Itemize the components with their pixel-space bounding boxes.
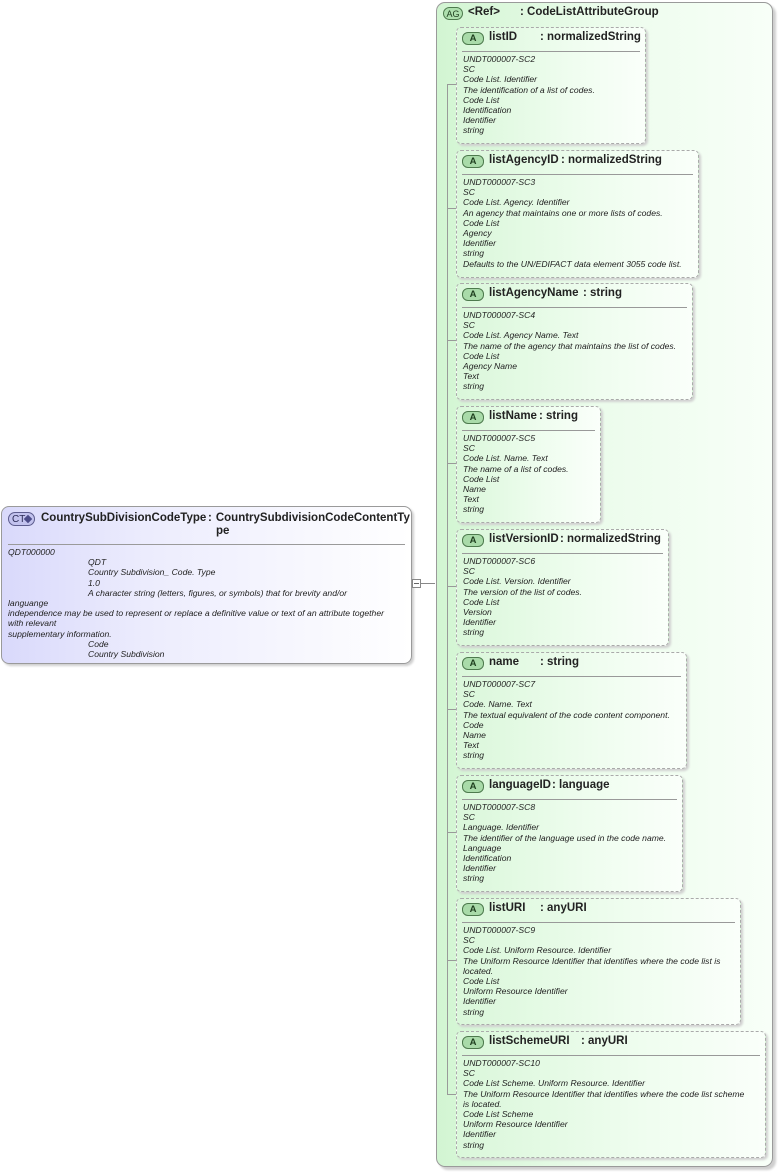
branch-line xyxy=(447,832,456,833)
complex-type-node[interactable]: CT CountrySubDivisionCodeType :CountrySu… xyxy=(1,506,412,664)
complex-type-icon: CT xyxy=(8,512,35,526)
branch-line xyxy=(447,709,456,710)
attribute-group-type: : CodeListAttributeGroup xyxy=(520,6,659,18)
connector-line xyxy=(421,583,435,584)
attribute-listSchemeURI[interactable]: A listSchemeURI : anyURI UNDT000007-SC10… xyxy=(456,1031,766,1158)
attribute-type: : normalizedString xyxy=(540,31,641,43)
attribute-icon: A xyxy=(462,1036,484,1049)
attribute-icon: A xyxy=(462,903,484,916)
divider xyxy=(462,1055,760,1056)
divider xyxy=(462,553,663,554)
attribute-type: : anyURI xyxy=(581,1035,628,1047)
attribute-name: listURI xyxy=(489,902,526,914)
attribute-icon: A xyxy=(462,534,484,547)
collapse-toggle[interactable] xyxy=(412,579,421,588)
attribute-icon: A xyxy=(462,657,484,670)
attribute-listID[interactable]: A listID : normalizedString UNDT000007-S… xyxy=(456,27,646,144)
divider xyxy=(462,799,677,800)
branch-line xyxy=(447,463,456,464)
attribute-icon: A xyxy=(462,780,484,793)
complex-type-documentation: QDT000000 QDT Country Subdivision_ Code.… xyxy=(8,547,384,660)
branch-line xyxy=(447,1094,456,1095)
attribute-name: listSchemeURI xyxy=(489,1035,570,1047)
attribute-name: listAgencyID xyxy=(489,154,559,166)
attribute-type: : language xyxy=(552,779,610,791)
complex-type-name: CountrySubDivisionCodeType xyxy=(41,512,207,524)
attribute-name: listName xyxy=(489,410,537,422)
attribute-type: : anyURI xyxy=(540,902,587,914)
divider xyxy=(462,676,681,677)
attribute-name: name xyxy=(489,656,520,668)
attribute-icon: A xyxy=(462,155,484,168)
attribute-group-icon: AG xyxy=(443,7,463,20)
attribute-type: : normalizedString xyxy=(561,154,662,166)
attribute-name: listID xyxy=(489,31,518,43)
tree-trunk-line xyxy=(447,84,448,1095)
branch-line xyxy=(447,208,456,209)
divider xyxy=(8,544,405,545)
complex-type-base-type: :CountrySubdivisionCodeContentTy pe xyxy=(208,512,410,537)
attribute-type: : normalizedString xyxy=(560,533,661,545)
attribute-name: languageID xyxy=(489,779,551,791)
attribute-icon: A xyxy=(462,288,484,301)
attribute-listAgencyID[interactable]: A listAgencyID : normalizedString UNDT00… xyxy=(456,150,699,278)
attribute-group-ref: <Ref> xyxy=(468,6,500,18)
divider xyxy=(462,174,693,175)
attribute-name: listAgencyName xyxy=(489,287,579,299)
attribute-type: : string xyxy=(539,410,578,422)
divider xyxy=(462,922,735,923)
divider xyxy=(462,51,640,52)
attribute-icon: A xyxy=(462,32,484,45)
complex-type-header: CT CountrySubDivisionCodeType :CountrySu… xyxy=(8,512,410,542)
attribute-type: : string xyxy=(540,656,579,668)
attribute-listVersionID[interactable]: A listVersionID : normalizedString UNDT0… xyxy=(456,529,669,646)
attribute-icon: A xyxy=(462,411,484,424)
branch-line xyxy=(447,586,456,587)
attribute-listAgencyName[interactable]: A listAgencyName : string UNDT000007-SC4… xyxy=(456,283,693,400)
branch-line xyxy=(447,340,456,341)
divider xyxy=(462,430,595,431)
branch-line xyxy=(447,960,456,961)
attribute-name: listVersionID xyxy=(489,533,559,545)
branch-line xyxy=(447,84,456,85)
attribute-type: : string xyxy=(583,287,622,299)
divider xyxy=(462,307,687,308)
